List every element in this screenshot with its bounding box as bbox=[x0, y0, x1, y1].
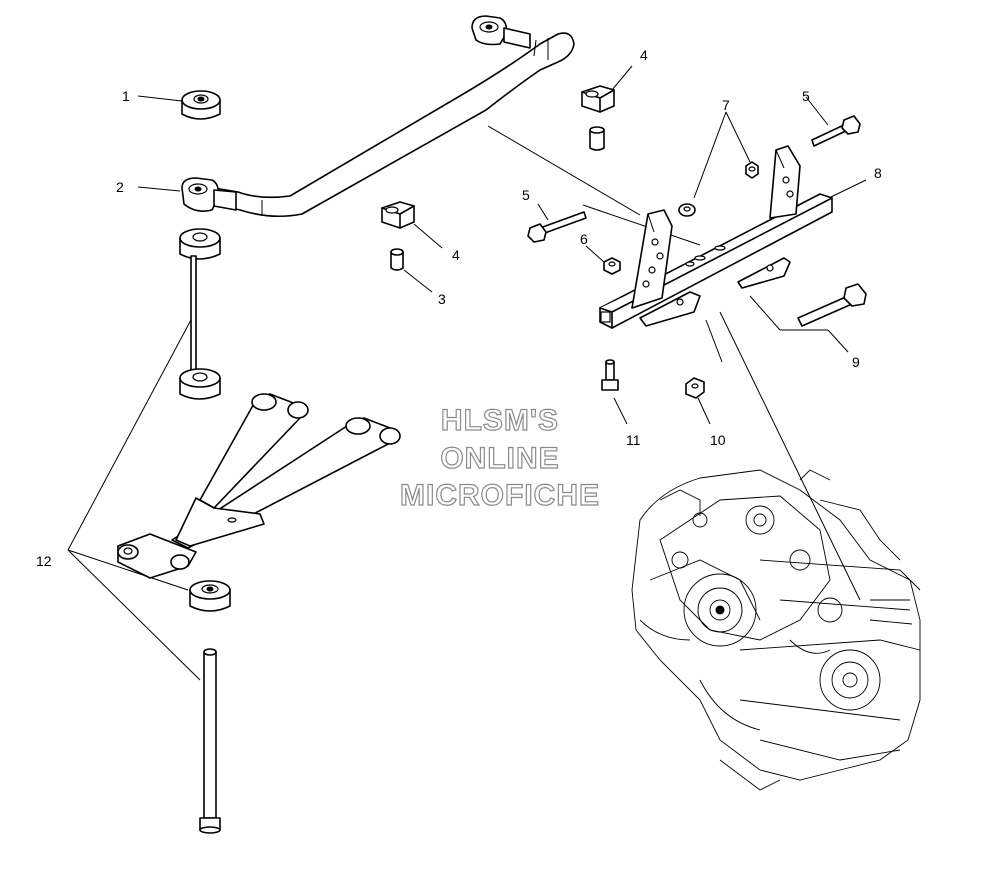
leader-lines bbox=[67, 65, 867, 681]
callout-7: 7 bbox=[722, 97, 730, 113]
part-3-sleeve bbox=[390, 248, 404, 271]
callout-4-upper: 4 bbox=[640, 47, 648, 63]
part-2-stabilizer-bar bbox=[181, 15, 575, 218]
part-12-control-arm bbox=[117, 393, 401, 579]
callout-5-left: 5 bbox=[522, 187, 530, 203]
callout-10: 10 bbox=[710, 432, 726, 448]
callout-1: 1 bbox=[122, 88, 130, 104]
part-1-bushing bbox=[181, 90, 221, 120]
part-12-link-rod bbox=[179, 228, 221, 400]
callout-5-right: 5 bbox=[802, 88, 810, 104]
part-5-bolt-left bbox=[527, 211, 587, 243]
part-6-nut bbox=[603, 257, 621, 275]
part-12-bushing bbox=[189, 580, 231, 612]
callout-12: 12 bbox=[36, 553, 52, 569]
part-9-bolt bbox=[797, 283, 867, 327]
part-8-mounting-bracket bbox=[599, 145, 833, 329]
part-4-clamp-lower bbox=[381, 201, 415, 229]
part-7-washer bbox=[678, 203, 696, 217]
callout-4-lower: 4 bbox=[452, 247, 460, 263]
part-12-long-bolt bbox=[199, 648, 221, 834]
callout-9: 9 bbox=[852, 354, 860, 370]
watermark: HLSM'S ONLINE MICROFICHE bbox=[399, 403, 600, 512]
part-5-bolt-right bbox=[811, 115, 861, 147]
callout-6: 6 bbox=[580, 231, 588, 247]
watermark-line-2: ONLINE bbox=[440, 442, 559, 475]
watermark-line-3: MICROFICHE bbox=[400, 479, 600, 512]
callout-8: 8 bbox=[874, 165, 882, 181]
part-10-nut bbox=[685, 377, 705, 399]
part-11-bolt bbox=[601, 359, 619, 391]
callout-2: 2 bbox=[116, 179, 124, 195]
engine-assembly bbox=[631, 469, 921, 791]
part-7-nut bbox=[745, 161, 759, 179]
callout-labels: 1 2 3 4 4 5 5 6 7 8 9 10 11 12 bbox=[36, 47, 882, 569]
part-4-clamp-upper bbox=[581, 85, 615, 151]
callout-3: 3 bbox=[438, 291, 446, 307]
watermark-line-1: HLSM'S bbox=[441, 404, 559, 437]
callout-11: 11 bbox=[626, 432, 641, 448]
